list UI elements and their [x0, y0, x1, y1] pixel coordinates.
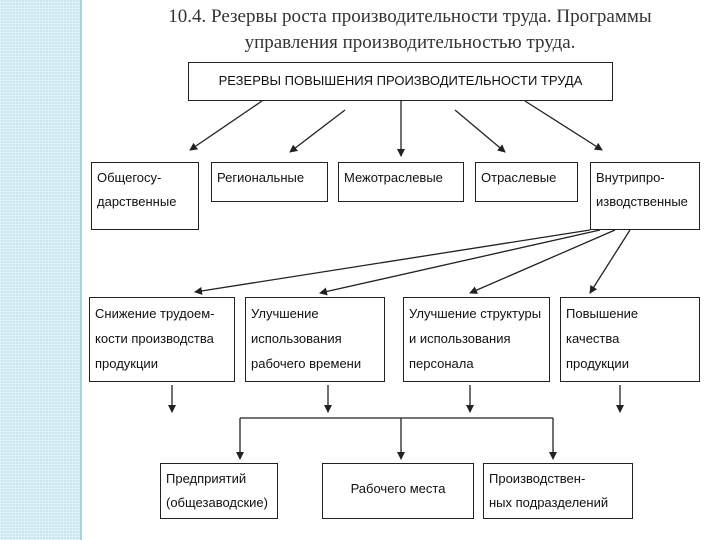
level1-box-intra-production: Внутрипро- изводственные: [590, 162, 700, 230]
level2-box-labor-line-3: продукции: [95, 356, 158, 371]
level2-box-quality: Повышение качества продукции: [560, 297, 700, 382]
level2-box-quality-line-1: Повышение качества: [566, 306, 639, 346]
level1-box-regional-label: Региональные: [217, 170, 305, 185]
level2-box-personnel-line-2: и использования: [409, 331, 511, 346]
slide-title-line-1: 10.4. Резервы роста производительности т…: [168, 6, 652, 27]
level1-box-federal-line-1: Общегосу-: [97, 170, 162, 185]
level3-box-subdivisions-line-1: Производствен-: [489, 471, 586, 486]
level3-box-subdivisions-line-2: ных подразделений: [489, 495, 609, 510]
level2-box-work-time: Улучшение использования рабочего времени: [245, 297, 385, 382]
level3-box-enterprise: Предприятий (общезаводские): [160, 463, 278, 519]
arrow-intra-to-personnel: [469, 229, 616, 294]
slide-title: 10.4. Резервы роста производительности т…: [110, 4, 710, 56]
level2-box-worktime-line-3: рабочего времени: [251, 356, 362, 371]
level2-box-personnel-line-1: Улучшение структуры: [409, 306, 542, 321]
arrow-top-to-intra: [524, 100, 603, 151]
side-panel-border: [80, 0, 82, 540]
top-box-reserves: РЕЗЕРВЫ ПОВЫШЕНИЯ ПРОИЗВОДИТЕЛЬНОСТИ ТРУ…: [188, 62, 613, 101]
level3-box-enterprise-line-2: (общезаводские): [166, 495, 268, 510]
arrow-top-to-federal: [189, 100, 263, 151]
slide-title-line-2: управления производительностью труда.: [244, 32, 576, 53]
level3-box-enterprise-line-1: Предприятий: [166, 471, 247, 486]
level1-box-sectoral: Отраслевые: [475, 162, 578, 202]
level2-box-worktime-line-2: использования: [251, 331, 342, 346]
arrow-intra-to-labor-intensity: [194, 229, 591, 295]
level1-box-federal: Общегосу- дарственные: [91, 162, 199, 230]
level2-box-personnel-line-3: персонала: [409, 356, 474, 371]
level1-box-intra-line-2: изводственные: [596, 194, 688, 209]
level2-box-quality-line-2: продукции: [566, 356, 629, 371]
level2-box-worktime-line-1: Улучшение: [251, 306, 319, 321]
level1-box-intra-line-1: Внутрипро-: [596, 170, 665, 185]
level2-box-labor-line-1: Снижение трудоем-: [95, 306, 215, 321]
level1-box-sectoral-label: Отраслевые: [481, 170, 557, 185]
level1-box-intersectoral-label: Межотраслевые: [344, 170, 443, 185]
level3-box-workplace-label: Рабочего места: [350, 481, 446, 496]
arrow-top-to-regional: [289, 109, 346, 153]
level1-box-intersectoral: Межотраслевые: [338, 162, 464, 202]
level3-box-workplace: Рабочего места: [322, 463, 474, 519]
level2-box-labor-line-2: кости производства: [95, 331, 214, 346]
top-box-label: РЕЗЕРВЫ ПОВЫШЕНИЯ ПРОИЗВОДИТЕЛЬНОСТИ ТРУ…: [218, 73, 583, 88]
level2-box-labor-intensity: Снижение трудоем- кости производства про…: [89, 297, 235, 382]
arrow-intra-to-work-time: [319, 229, 601, 296]
level1-box-regional: Региональные: [211, 162, 328, 202]
arrow-top-to-sectoral: [454, 109, 506, 153]
arrow-intra-to-quality: [589, 229, 631, 294]
decorative-side-panel: [0, 0, 80, 540]
level2-box-personnel: Улучшение структуры и использования перс…: [403, 297, 550, 382]
level3-box-subdivisions: Производствен- ных подразделений: [483, 463, 633, 519]
level1-box-federal-line-2: дарственные: [97, 194, 177, 209]
